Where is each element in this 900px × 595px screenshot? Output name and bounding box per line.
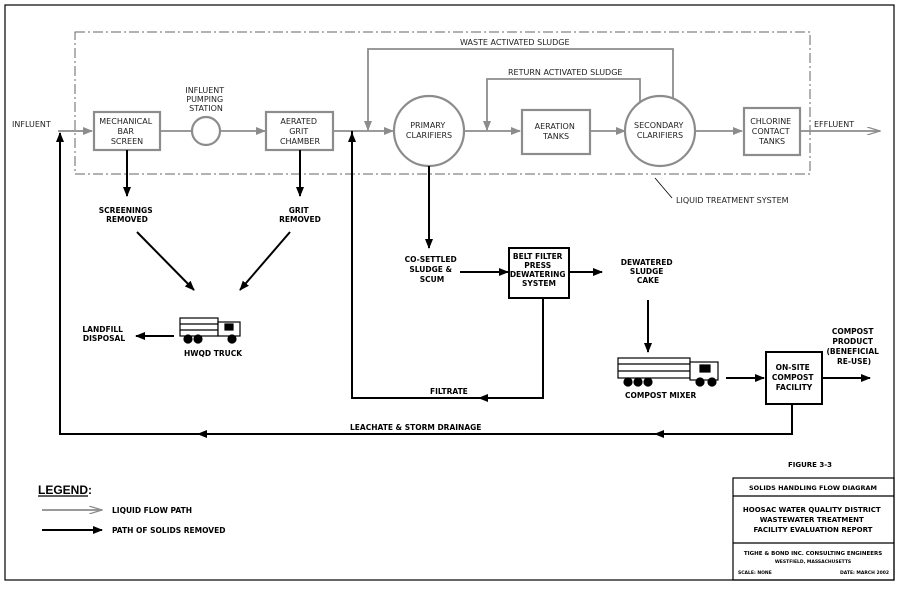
leachate-label: LEACHATE & STORM DRAINAGE [350,423,481,432]
legend-title: LEGEND: [38,483,92,497]
grit-removed-label: GRIT REMOVED [279,206,321,224]
truck-label: HWQD TRUCK [184,349,243,358]
was-label: WASTE ACTIVATED SLUDGE [460,38,570,47]
title-block [732,477,895,581]
onsite-compost-label: ON-SITE COMPOST FACILITY [772,363,816,392]
aerated-grit-chamber [264,110,335,152]
chlorine-contact-tanks [742,106,802,157]
ras-label: RETURN ACTIVATED SLUDGE [508,68,622,77]
pumping-station-label: INFLUENT PUMPING STATION [185,86,226,113]
screenings-label: SCREENINGS REMOVED [99,206,155,224]
influent-label: INFLUENT [12,120,51,129]
mech-bar-screen-label: MECHANICAL BAR SCREEN [99,117,154,146]
filtrate-label: FILTRATE [430,387,468,396]
hwqd-truck-icon [179,317,241,344]
dewatered-label: DEWATERED SLUDGE CAKE [621,258,676,285]
effluent-label: EFFLUENT [814,120,854,129]
belt-filter-label: BELT FILTER PRESS DEWATERING SYSTEM [510,252,568,288]
firm-name: TIGHE & BOND INC. CONSULTING ENGINEERS [744,551,882,557]
firm-location: WESTFIELD, MASSACHUSETTS [775,559,851,565]
onsite-compost-facility [765,351,823,405]
secondary-clarifiers-label: SECONDARY CLARIFIERS [634,121,686,140]
influent-pumping-station [190,115,222,147]
belt-filter-press [508,247,570,299]
drawing-title: SOLIDS HANDLING FLOW DIAGRAM [749,484,877,492]
figure-number: FIGURE 3-3 [788,461,832,469]
liquid-flow-lines [58,48,880,135]
drawing-scale: SCALE: NONE [738,570,772,576]
cosettled-label: CO-SETTLED SLUDGE & SCUM [405,255,460,284]
compost-product-label: COMPOST PRODUCT (BENEFICIAL RE-USE) [826,327,881,366]
chlorine-contact-label: CHLORINE CONTACT TANKS [750,117,794,146]
aeration-tanks-label: AERATION TANKS [535,122,578,141]
legend-solids-label: PATH OF SOLIDS REMOVED [112,526,225,535]
primary-clarifiers-label: PRIMARY CLARIFIERS [406,121,452,140]
landfill-label: LANDFILL DISPOSAL [82,325,125,343]
compost-mixer-label: COMPOST MIXER [625,391,697,400]
aeration-tanks [520,108,592,156]
grit-chamber-label: AERATED GRIT CHAMBER [280,117,321,146]
liquid-system-label: LIQUID TREATMENT SYSTEM [676,196,789,205]
compost-mixer-icon [617,357,719,387]
legend-liquid-label: LIQUID FLOW PATH [112,506,192,515]
drawing-frame [4,4,895,581]
secondary-clarifiers [623,94,697,168]
mechanical-bar-screen [92,110,162,152]
solids-flow-lines [56,131,871,435]
project-name: HOOSAC WATER QUALITY DISTRICT WASTEWATER… [743,506,883,534]
liquid-system-boundary [74,31,811,175]
drawing-date: DATE: MARCH 2002 [840,570,889,576]
